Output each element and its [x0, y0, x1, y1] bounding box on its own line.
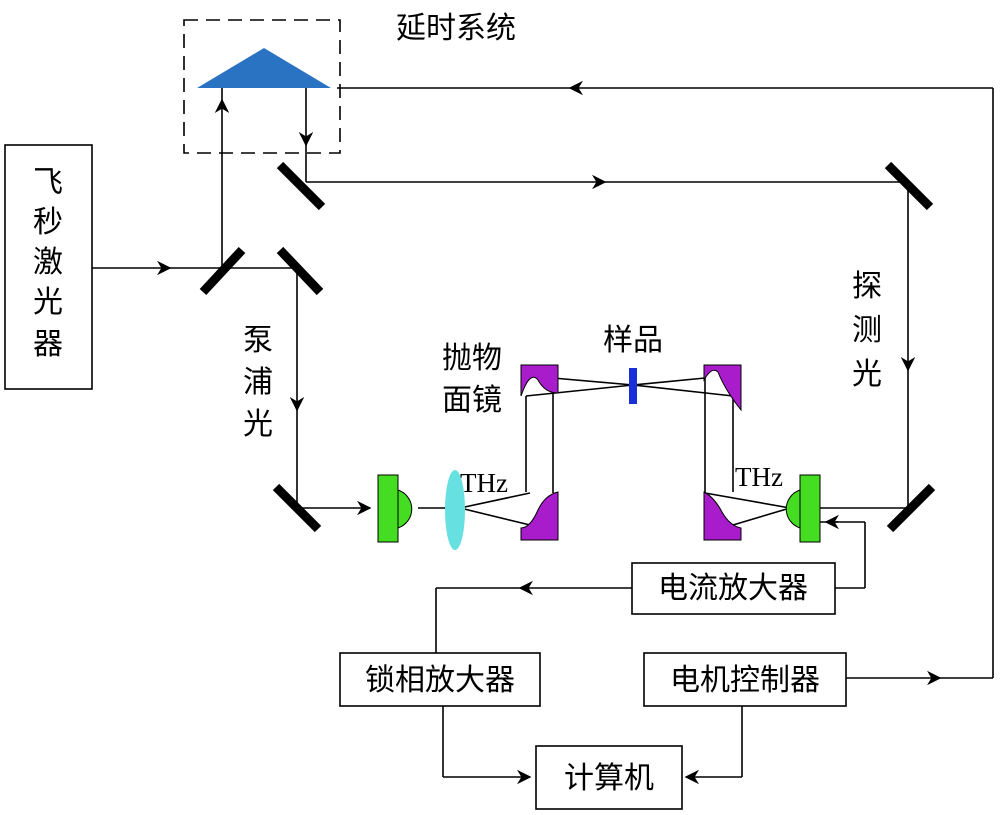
- thz-ray-4: [704, 492, 791, 509]
- parabolic-mirror-bottom-left: [520, 491, 559, 541]
- thz-optics: [377, 364, 821, 550]
- pump-turn-mirror: [276, 246, 324, 296]
- motor-controller-label: 电机控制器: [670, 663, 820, 698]
- parabolic-mirror-top-right: [703, 364, 742, 412]
- focus-to-sample-1: [525, 384, 634, 397]
- laser-char-4: 光: [33, 285, 63, 320]
- thz-emitter: [377, 474, 413, 543]
- thz-ray-2: [459, 507, 531, 526]
- thz-ray-1: [459, 492, 531, 509]
- sample-label: 样品: [603, 323, 663, 358]
- silicon-lens: [445, 470, 465, 550]
- focus-to-sample-2: [552, 377, 634, 386]
- emitter-dome: [397, 489, 413, 529]
- laser-char-3: 激: [33, 245, 63, 280]
- laser-char-1: 飞: [33, 165, 63, 200]
- sample-plate: [629, 368, 637, 404]
- delay-system: 延时系统: [183, 11, 516, 154]
- emitter-body: [377, 474, 399, 543]
- electronics: 电流放大器 锁相放大器 电机控制器 计算机: [339, 562, 847, 810]
- parabolic-mirror-bottom-right: [703, 491, 742, 541]
- lockin-amplifier-label: 锁相放大器: [365, 663, 515, 698]
- thz-label-left: THz: [460, 468, 508, 498]
- current-amplifier-label: 电流放大器: [658, 571, 808, 606]
- motor-controller-box: [643, 652, 847, 707]
- parabolic-mirror-top-left: [520, 364, 559, 397]
- thz-label-right: THz: [735, 462, 783, 492]
- detector-body: [799, 474, 821, 543]
- sample-to-mirror-2: [632, 384, 734, 397]
- flat-mirrors: [199, 161, 936, 533]
- laser-box: [4, 144, 93, 390]
- femtosecond-laser: 飞 秒 激 光 器: [4, 144, 93, 390]
- thz-ray-3: [732, 507, 791, 526]
- electrical-connections: [337, 80, 994, 785]
- beam-labels: 泵 浦 光 探 测 光 抛物 面镜 样品 THz THz: [243, 269, 882, 498]
- probe-char-3: 光: [852, 357, 882, 392]
- parabolic-mirror-label-line2: 面镜: [442, 383, 502, 418]
- laser-char-5: 器: [33, 327, 63, 362]
- optical-beams: [92, 88, 916, 526]
- pump-char-1: 泵: [243, 323, 273, 358]
- pump-turn-mirror-2: [272, 483, 322, 533]
- probe-turn-mirror-3: [886, 483, 936, 533]
- probe-turn-mirror-1: [276, 161, 326, 211]
- parabolic-mirror-label-line1: 抛物: [442, 341, 502, 376]
- probe-char-1: 探: [852, 269, 882, 304]
- probe-turn-mirror-2: [884, 161, 934, 211]
- retro-prism: [197, 48, 331, 88]
- probe-char-2: 测: [852, 313, 882, 348]
- lockin-amplifier-box: [339, 652, 541, 707]
- beam-splitter-mirror: [199, 246, 246, 296]
- delay-system-frame: [183, 19, 341, 154]
- computer-label: 计算机: [564, 761, 654, 796]
- detector-dome: [785, 489, 801, 529]
- pump-char-2: 浦: [243, 365, 273, 400]
- current-amplifier-box: [631, 562, 836, 615]
- computer-box: [535, 745, 683, 810]
- delay-system-label: 延时系统: [396, 11, 516, 46]
- laser-char-2: 秒: [33, 205, 63, 240]
- sample-to-mirror-1: [632, 377, 706, 386]
- thz-detector: [785, 474, 821, 543]
- pump-char-3: 光: [243, 407, 273, 442]
